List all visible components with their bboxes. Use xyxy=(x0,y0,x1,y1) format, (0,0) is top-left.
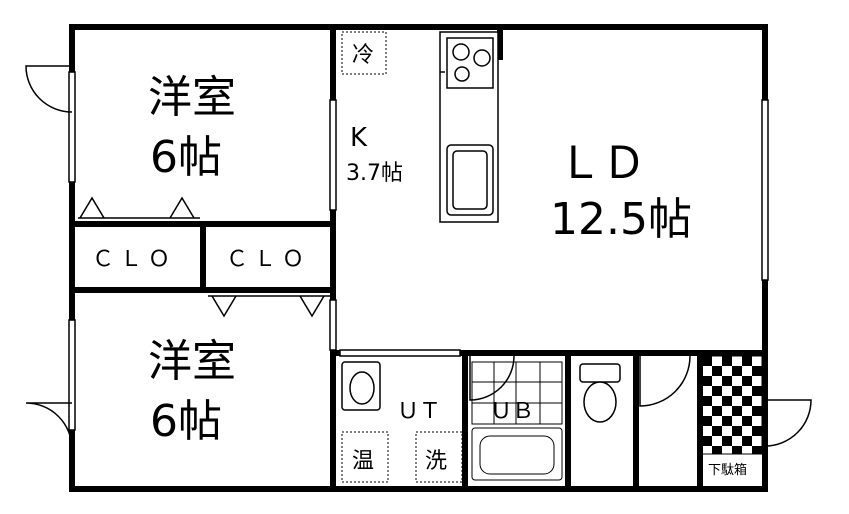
closet-label-right: ＣＬＯ xyxy=(226,247,310,272)
checker-tile xyxy=(722,356,732,366)
checker-tile xyxy=(712,406,722,416)
checker-tile xyxy=(752,386,762,396)
checker-tile xyxy=(702,416,712,426)
checker-tile xyxy=(712,446,722,454)
fridge-label: 冷 xyxy=(352,43,374,68)
water-heater-label: 温 xyxy=(352,449,374,474)
checker-tile xyxy=(702,356,712,366)
door-swings xyxy=(25,65,812,450)
toilet xyxy=(579,363,621,423)
checker-border xyxy=(701,355,763,455)
closet-doors xyxy=(78,196,330,318)
checker-tile xyxy=(732,366,742,376)
room-label-ub: ＵＢ xyxy=(490,399,534,424)
checker-tile xyxy=(742,436,752,446)
washer-label: 洗 xyxy=(425,449,447,474)
room-label-ld: ＬＤ xyxy=(558,138,646,189)
checker-tile xyxy=(742,376,752,386)
checker-tile xyxy=(722,396,732,406)
room-size-ld: 12.5帖 xyxy=(550,194,692,245)
checker-tile xyxy=(752,446,762,454)
checker-tile xyxy=(752,366,762,376)
checker-tile xyxy=(742,396,752,406)
checker-tile xyxy=(712,366,722,376)
checker-tile xyxy=(752,406,762,416)
room-label-kitchen: K xyxy=(350,123,368,153)
closet-label-left: ＣＬＯ xyxy=(92,247,176,272)
kitchen-counter xyxy=(439,31,499,223)
windows xyxy=(68,71,769,431)
checker-tile xyxy=(722,376,732,386)
checker-tile xyxy=(732,386,742,396)
checker-tile xyxy=(742,356,752,366)
room-label-western-bottom: 洋室 xyxy=(148,336,236,387)
checker-tile xyxy=(732,426,742,436)
room-label-ut: ＵＴ xyxy=(397,399,441,424)
checker-tile xyxy=(712,426,722,436)
room-label-western-top: 洋室 xyxy=(148,72,236,123)
checker-tile xyxy=(702,436,712,446)
checker-tile xyxy=(722,436,732,446)
entry-checker-floor xyxy=(702,356,762,454)
bath-fixtures xyxy=(471,361,563,481)
checker-tile xyxy=(702,376,712,386)
washbasin xyxy=(341,361,381,411)
checker-tile xyxy=(712,386,722,396)
checker-tile xyxy=(702,396,712,406)
shoe-box-label: 下駄箱 xyxy=(708,462,747,478)
checker-tile xyxy=(732,406,742,416)
room-size-kitchen: 3.7帖 xyxy=(346,161,403,186)
fridge-box xyxy=(341,31,387,75)
checker-tile xyxy=(752,426,762,436)
checker-tile xyxy=(732,446,742,454)
checker-tile xyxy=(742,416,752,426)
checker-tile xyxy=(722,416,732,426)
room-size-western-top: 6帖 xyxy=(150,132,222,183)
room-size-western-bottom: 6帖 xyxy=(150,396,222,447)
